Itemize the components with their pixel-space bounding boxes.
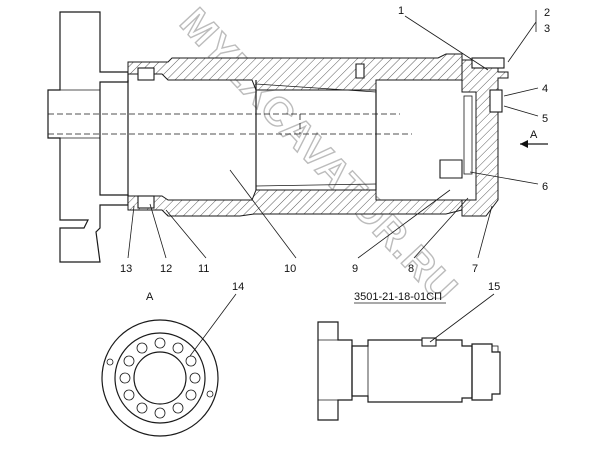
callout-11: 11: [198, 263, 209, 275]
housing-upper-wall: [127, 53, 463, 91]
callout-7: 7: [472, 263, 478, 275]
callout-3: 3: [544, 23, 550, 35]
callout-5: 5: [542, 113, 548, 125]
end-cap: [461, 59, 509, 217]
callout-10: 10: [284, 263, 296, 275]
callouts-main: 1 2 3 4 5 6 7 8 9 10 11 12 13: [120, 5, 550, 275]
side-flange: [317, 321, 353, 421]
callout-15: 15: [488, 281, 500, 293]
callout-9: 9: [352, 263, 358, 275]
bolt-circle: [119, 337, 201, 419]
seal-lower: [137, 195, 155, 209]
side-body: [351, 339, 473, 403]
callout-1: 1: [398, 5, 404, 17]
bolt-head: [489, 89, 503, 113]
view-a-outer-ring: [101, 319, 219, 437]
callout-6: 6: [542, 181, 548, 193]
view-arrow-label: A: [530, 129, 538, 141]
callout-13: 13: [120, 263, 132, 275]
view-label: A: [146, 291, 154, 303]
side-fitting: [421, 337, 437, 347]
side-view: 3501-21-18-01СП 15: [317, 281, 501, 421]
callout-4: 4: [542, 83, 548, 95]
watermark: MYEXCAVATOR.RU: [171, 0, 465, 311]
callout-8: 8: [408, 263, 414, 275]
part-code: 3501-21-18-01СП: [354, 291, 442, 303]
flange: [47, 11, 129, 263]
seal-upper: [137, 67, 155, 81]
cover-plate: [471, 57, 505, 69]
callout-12: 12: [160, 263, 172, 275]
callout-14: 14: [232, 281, 244, 293]
view-a: A 14: [101, 281, 244, 437]
housing-lower-wall: [127, 189, 463, 217]
callout-2: 2: [544, 7, 550, 19]
